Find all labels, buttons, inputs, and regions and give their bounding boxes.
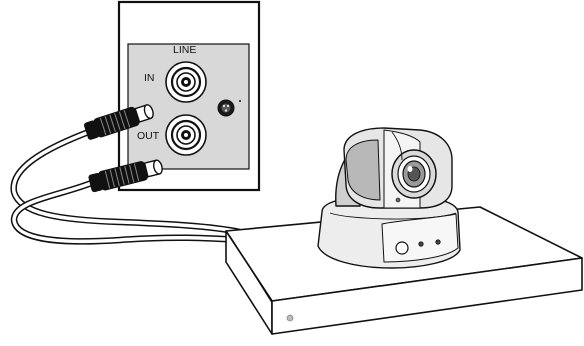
audio-cables (10, 126, 244, 245)
line-label: LINE (173, 44, 196, 56)
upper-cable (11, 128, 242, 234)
codec-front-face (271, 257, 583, 335)
lower-cable (12, 180, 242, 244)
power-indicator-icon (286, 314, 294, 322)
rca-plug-upper-icon (83, 104, 154, 140)
out-label: OUT (137, 130, 160, 142)
ptz-camera-icon (317, 127, 461, 269)
wall-plate: LINE IN OUT (117, 0, 261, 192)
camera-button-icon (395, 241, 409, 255)
line-out-jack-icon (165, 114, 207, 156)
line-in-jack-icon (165, 61, 207, 103)
mini-jack-icon (217, 99, 241, 117)
in-label: IN (144, 72, 155, 84)
rca-plug-lower-icon (88, 159, 163, 193)
